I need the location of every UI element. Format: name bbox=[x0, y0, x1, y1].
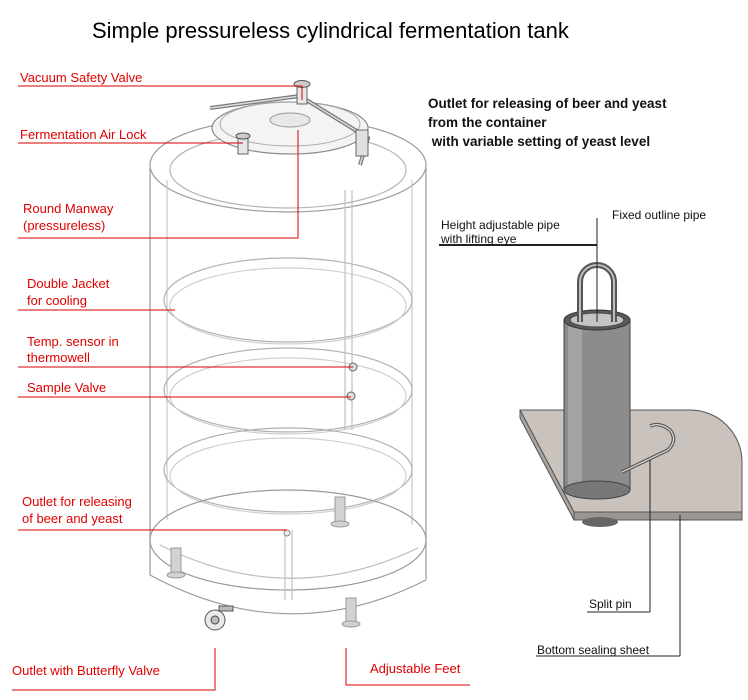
detail-heading-line1: Outlet for releasing of beer and yeast bbox=[428, 96, 667, 111]
detail-heading: Outlet for releasing of beer and yeast f… bbox=[428, 94, 667, 151]
sample-valve-fitting bbox=[346, 391, 356, 401]
butterfly-valve bbox=[204, 605, 234, 631]
detail-heading-line3: with variable setting of yeast level bbox=[428, 134, 651, 149]
label-height-pipe-line1: Height adjustable pipe bbox=[441, 218, 560, 232]
label-fermentation-air-lock: Fermentation Air Lock bbox=[20, 127, 147, 142]
label-round-manway-line2: (pressureless) bbox=[23, 218, 106, 233]
label-double-jacket-line1: Double Jacket bbox=[27, 276, 110, 291]
label-adjustable-feet: Adjustable Feet bbox=[370, 661, 461, 676]
manway-assembly bbox=[209, 93, 371, 166]
label-temp-sensor-line1: Temp. sensor in bbox=[27, 334, 119, 349]
label-split-pin: Split pin bbox=[589, 597, 632, 611]
label-round-manway-line1: Round Manway bbox=[23, 201, 114, 216]
tank-drawing bbox=[149, 117, 427, 615]
adjustable-feet bbox=[166, 496, 361, 628]
bottom-sealing-sheet bbox=[519, 409, 743, 513]
label-temp-sensor-line2: thermowell bbox=[27, 350, 90, 365]
label-bottom-sealing-sheet: Bottom sealing sheet bbox=[537, 643, 650, 657]
detail-heading-line2: from the container bbox=[428, 115, 547, 130]
label-vacuum-safety-valve: Vacuum Safety Valve bbox=[20, 70, 143, 85]
tank-bottom bbox=[149, 489, 427, 591]
label-outlet-butterfly-valve: Outlet with Butterfly Valve bbox=[12, 663, 160, 678]
fermentation-air-lock bbox=[235, 132, 251, 155]
label-outlet-beer-line1: Outlet for releasing bbox=[22, 494, 132, 509]
label-sample-valve: Sample Valve bbox=[27, 380, 107, 395]
label-outlet-beer-line2: of beer and yeast bbox=[22, 511, 123, 526]
label-height-pipe-line2: with lifting eye bbox=[441, 232, 517, 246]
label-double-jacket-line2: for cooling bbox=[27, 293, 87, 308]
red-leader-lines bbox=[12, 85, 470, 691]
detail-leader-lines bbox=[439, 218, 681, 657]
manway-bracket bbox=[355, 129, 369, 157]
label-fixed-outline-pipe: Fixed outline pipe bbox=[612, 208, 707, 222]
cooling-jacket-rings bbox=[163, 257, 413, 515]
diagram-title: Simple pressureless cylindrical fermenta… bbox=[92, 18, 569, 43]
outlet-detail-drawing bbox=[519, 262, 743, 527]
